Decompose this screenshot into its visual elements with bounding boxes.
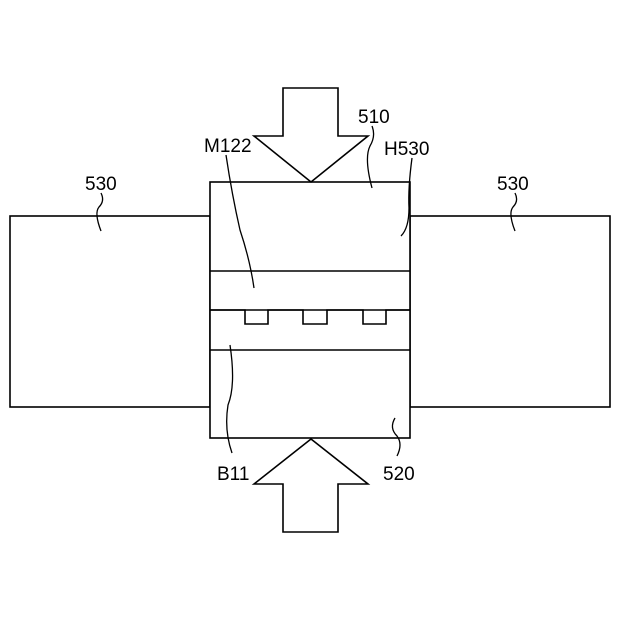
label-m122: M122	[204, 136, 252, 157]
label-b11: B11	[217, 464, 249, 485]
label-right-530: 530	[497, 174, 529, 195]
label-520: 520	[383, 464, 415, 485]
label-h530: H530	[384, 139, 429, 160]
bottom-press-arrow	[254, 439, 368, 532]
label-left-530: 530	[85, 174, 117, 195]
top-press-arrow	[254, 88, 368, 182]
left-plate-530	[10, 216, 210, 407]
right-plate-530	[410, 216, 610, 407]
label-510: 510	[358, 107, 390, 128]
